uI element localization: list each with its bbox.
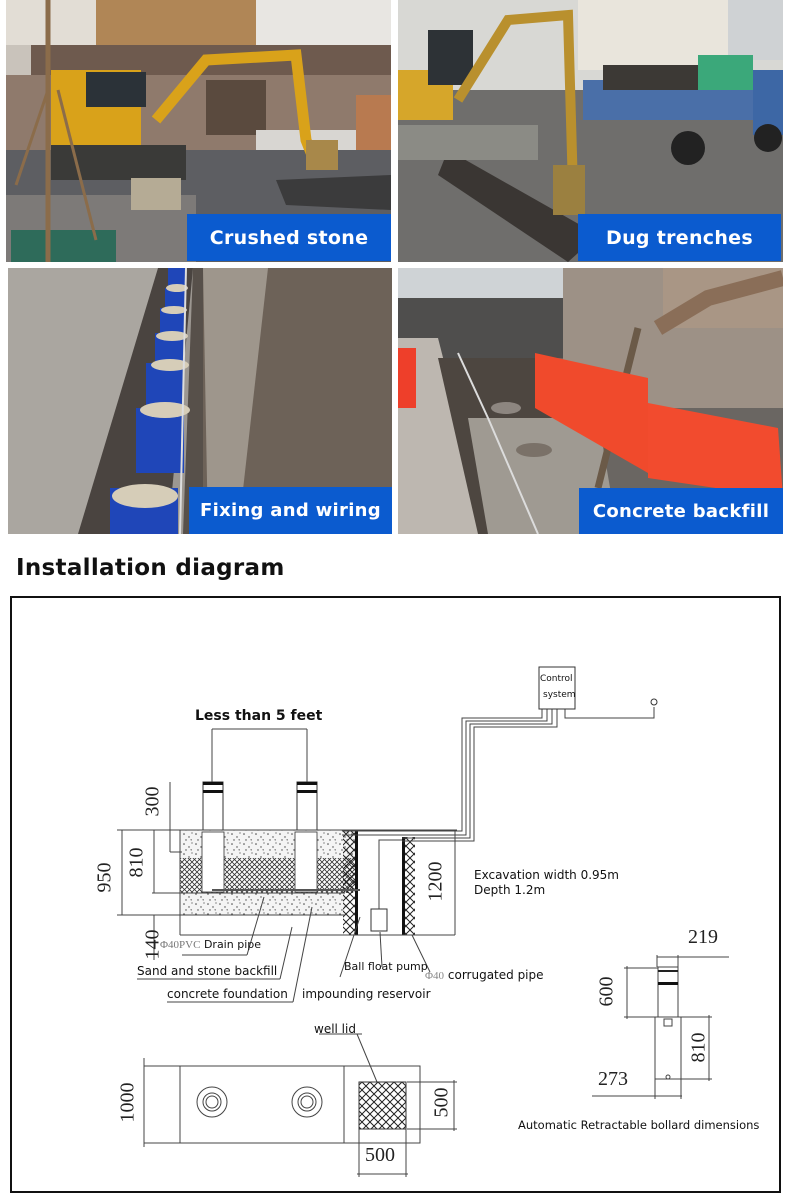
callout-ball-float-pump: Ball float pump bbox=[344, 960, 428, 973]
photo-fixing-and-wiring: Fixing and wiring bbox=[8, 268, 392, 534]
spacing-label: Less than 5 feet bbox=[195, 708, 323, 724]
dim-sleeve-depth: 810 bbox=[687, 1032, 710, 1063]
drain-pipe-prefix: Φ40PVC bbox=[160, 939, 201, 951]
callout-concrete-foundation: concrete foundation bbox=[167, 987, 288, 1001]
control-box-line2: system bbox=[543, 690, 576, 700]
excavation-depth-label: Depth 1.2m bbox=[474, 883, 546, 897]
photo-crushed-stone: Crushed stone bbox=[6, 0, 391, 262]
bollard-dimensions-caption: Automatic Retractable bollard dimensions bbox=[518, 1118, 760, 1132]
installation-diagram: Less than 5 feet Control system Excavati… bbox=[10, 596, 781, 1193]
callout-well-lid: well lid bbox=[314, 1022, 356, 1036]
dim-lid-height: 500 bbox=[430, 1087, 453, 1118]
dim-lid-width: 500 bbox=[365, 1144, 395, 1166]
control-box-line1: Control bbox=[540, 674, 573, 684]
corrugated-text: corrugated pipe bbox=[447, 968, 544, 982]
caption-dug-trenches: Dug trenches bbox=[578, 214, 781, 261]
dim-total-depth: 950 bbox=[93, 862, 116, 893]
callout-impounding-reservoir: impounding reservoir bbox=[302, 987, 431, 1001]
dim-bollard-above: 300 bbox=[141, 786, 164, 817]
dim-plan-width: 1000 bbox=[116, 1082, 139, 1123]
dim-bollard-height: 600 bbox=[595, 976, 618, 1007]
caption-crushed-stone: Crushed stone bbox=[187, 214, 391, 261]
callout-drain-pipe: Φ40PVC Drain pipe bbox=[160, 938, 261, 951]
callout-corrugated-pipe: Φ40 corrugated pipe bbox=[425, 968, 544, 982]
corrugated-prefix: Φ40 bbox=[425, 970, 445, 982]
backfill-photo-illustration bbox=[398, 268, 783, 534]
dim-inner-depth: 810 bbox=[125, 847, 148, 878]
dim-sleeve-diameter: 273 bbox=[598, 1068, 628, 1090]
section-title: Installation diagram bbox=[16, 555, 285, 581]
caption-fixing-and-wiring: Fixing and wiring bbox=[189, 487, 392, 534]
diagram-drawing bbox=[117, 666, 729, 1177]
drain-pipe-text: Drain pipe bbox=[203, 938, 261, 951]
photo-dug-trenches: Dug trenches bbox=[398, 0, 783, 262]
callout-sand-backfill: Sand and stone backfill bbox=[137, 964, 278, 978]
excavation-width-label: Excavation width 0.95m bbox=[474, 868, 619, 882]
dim-reservoir-depth: 1200 bbox=[424, 861, 447, 902]
dim-bollard-diameter: 219 bbox=[688, 926, 718, 948]
caption-concrete-backfill: Concrete backfill bbox=[579, 488, 783, 534]
photo-concrete-backfill: Concrete backfill bbox=[398, 268, 783, 534]
